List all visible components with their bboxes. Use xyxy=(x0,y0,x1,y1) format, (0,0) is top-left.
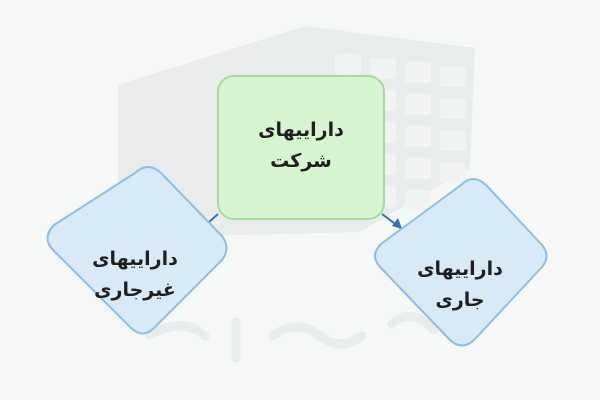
right-node-label: داراییهای جاری xyxy=(385,254,535,316)
right-node-line-1: داراییهای xyxy=(417,258,503,280)
right-diamond-node xyxy=(374,178,548,347)
left-node-label: داراییهای غیرجاری xyxy=(60,244,210,306)
root-node-line-2: شرکت xyxy=(270,150,332,172)
left-node-line-1: داراییهای xyxy=(92,248,178,270)
arrow-right-head xyxy=(392,218,402,229)
left-diamond-node xyxy=(46,166,228,335)
root-node-line-1: داراییهای xyxy=(258,119,344,141)
root-node-label: داراییهای شرکت xyxy=(218,115,384,177)
left-node-line-2: غیرجاری xyxy=(94,279,176,301)
right-node-line-2: جاری xyxy=(435,289,485,311)
root-node-box xyxy=(217,75,385,220)
